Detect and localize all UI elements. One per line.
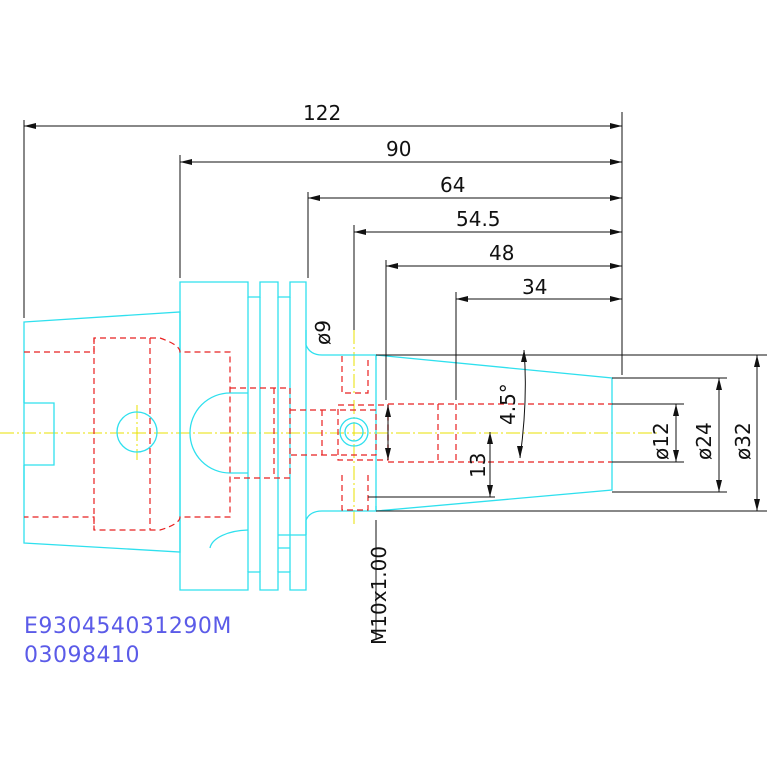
dim-thread: M10x1.00 <box>367 546 391 645</box>
dim-54-5: 54.5 <box>456 207 501 231</box>
centerline <box>0 330 660 525</box>
dim-90: 90 <box>386 137 411 161</box>
dim-34: 34 <box>522 275 547 299</box>
dim-13: 13 <box>466 453 490 478</box>
dim-48: 48 <box>489 241 514 265</box>
dim-dia32: ø32 <box>731 422 755 460</box>
hidden-lines <box>24 337 612 531</box>
tool-holder-outline <box>23 281 613 591</box>
dim-angle: 4.5° <box>496 383 520 425</box>
dim-dia12: ø12 <box>649 422 673 460</box>
arrowheads <box>24 123 760 511</box>
part-subcode: 03098410 <box>24 643 140 668</box>
part-code: E930454031290M <box>24 614 232 639</box>
dim-64: 64 <box>440 173 465 197</box>
dim-dia24: ø24 <box>692 422 716 460</box>
dim-122: 122 <box>303 101 341 125</box>
dim-dia9: ø9 <box>311 320 335 345</box>
dimension-lines <box>23 112 767 640</box>
